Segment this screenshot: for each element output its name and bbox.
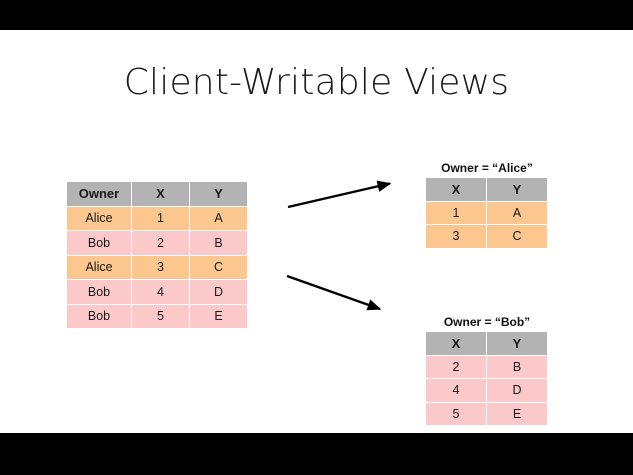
- cell-x: 5: [132, 304, 190, 329]
- column-header-x: X: [132, 182, 190, 207]
- cell-x: 3: [132, 255, 190, 280]
- column-header-y: Y: [487, 178, 548, 202]
- table-row: Bob 4 D: [67, 280, 248, 305]
- cell-y: E: [487, 402, 548, 426]
- column-header-y: Y: [487, 332, 548, 356]
- view-alice-block: Owner = “Alice” X Y 1 A 3 C: [426, 161, 548, 249]
- cell-x: 2: [132, 231, 190, 256]
- column-header-owner: Owner: [67, 182, 132, 207]
- source-table: Owner X Y Alice 1 A Bob 2 B Alice: [67, 182, 248, 329]
- arrow-to-bob-view: [286, 274, 382, 311]
- view-alice-table: X Y 1 A 3 C: [426, 178, 548, 249]
- table-header-row: X Y: [426, 332, 548, 356]
- cell-owner: Alice: [67, 255, 132, 280]
- column-header-x: X: [426, 178, 487, 202]
- view-bob-table: X Y 2 B 4 D 5 E: [426, 332, 548, 426]
- cell-x: 3: [426, 225, 487, 249]
- cell-y: B: [487, 355, 548, 379]
- table-header-row: Owner X Y: [67, 182, 248, 207]
- table-row: 2 B: [426, 355, 548, 379]
- cell-y: D: [190, 280, 248, 305]
- table-header-row: X Y: [426, 178, 548, 202]
- view-bob-label: Owner = “Bob”: [443, 315, 531, 329]
- cell-owner: Alice: [67, 206, 132, 231]
- cell-x: 2: [426, 355, 487, 379]
- view-alice-label: Owner = “Alice”: [441, 161, 533, 175]
- letterbox-bottom-bar: [0, 433, 633, 475]
- table-row: 1 A: [426, 201, 548, 225]
- slide-canvas: Client-Writable Views Owner X Y Alice 1 …: [0, 30, 633, 433]
- cell-y: A: [190, 206, 248, 231]
- cell-x: 1: [132, 206, 190, 231]
- view-bob-block: Owner = “Bob” X Y 2 B 4 D: [426, 315, 548, 426]
- cell-x: 4: [132, 280, 190, 305]
- cell-y: A: [487, 201, 548, 225]
- cell-owner: Bob: [67, 231, 132, 256]
- table-row: 5 E: [426, 402, 548, 426]
- table-row: Bob 5 E: [67, 304, 248, 329]
- cell-x: 4: [426, 379, 487, 403]
- column-header-y: Y: [190, 182, 248, 207]
- table-row: Alice 3 C: [67, 255, 248, 280]
- arrow-to-alice-view: [287, 180, 392, 209]
- cell-owner: Bob: [67, 280, 132, 305]
- table-row: 4 D: [426, 379, 548, 403]
- page-title: Client-Writable Views: [123, 62, 510, 103]
- cell-y: C: [190, 255, 248, 280]
- cell-y: E: [190, 304, 248, 329]
- letterbox-top-bar: [0, 0, 633, 30]
- cell-y: B: [190, 231, 248, 256]
- cell-x: 5: [426, 402, 487, 426]
- cell-x: 1: [426, 201, 487, 225]
- cell-y: C: [487, 225, 548, 249]
- cell-owner: Bob: [67, 304, 132, 329]
- table-row: Bob 2 B: [67, 231, 248, 256]
- column-header-x: X: [426, 332, 487, 356]
- table-row: 3 C: [426, 225, 548, 249]
- table-row: Alice 1 A: [67, 206, 248, 231]
- cell-y: D: [487, 379, 548, 403]
